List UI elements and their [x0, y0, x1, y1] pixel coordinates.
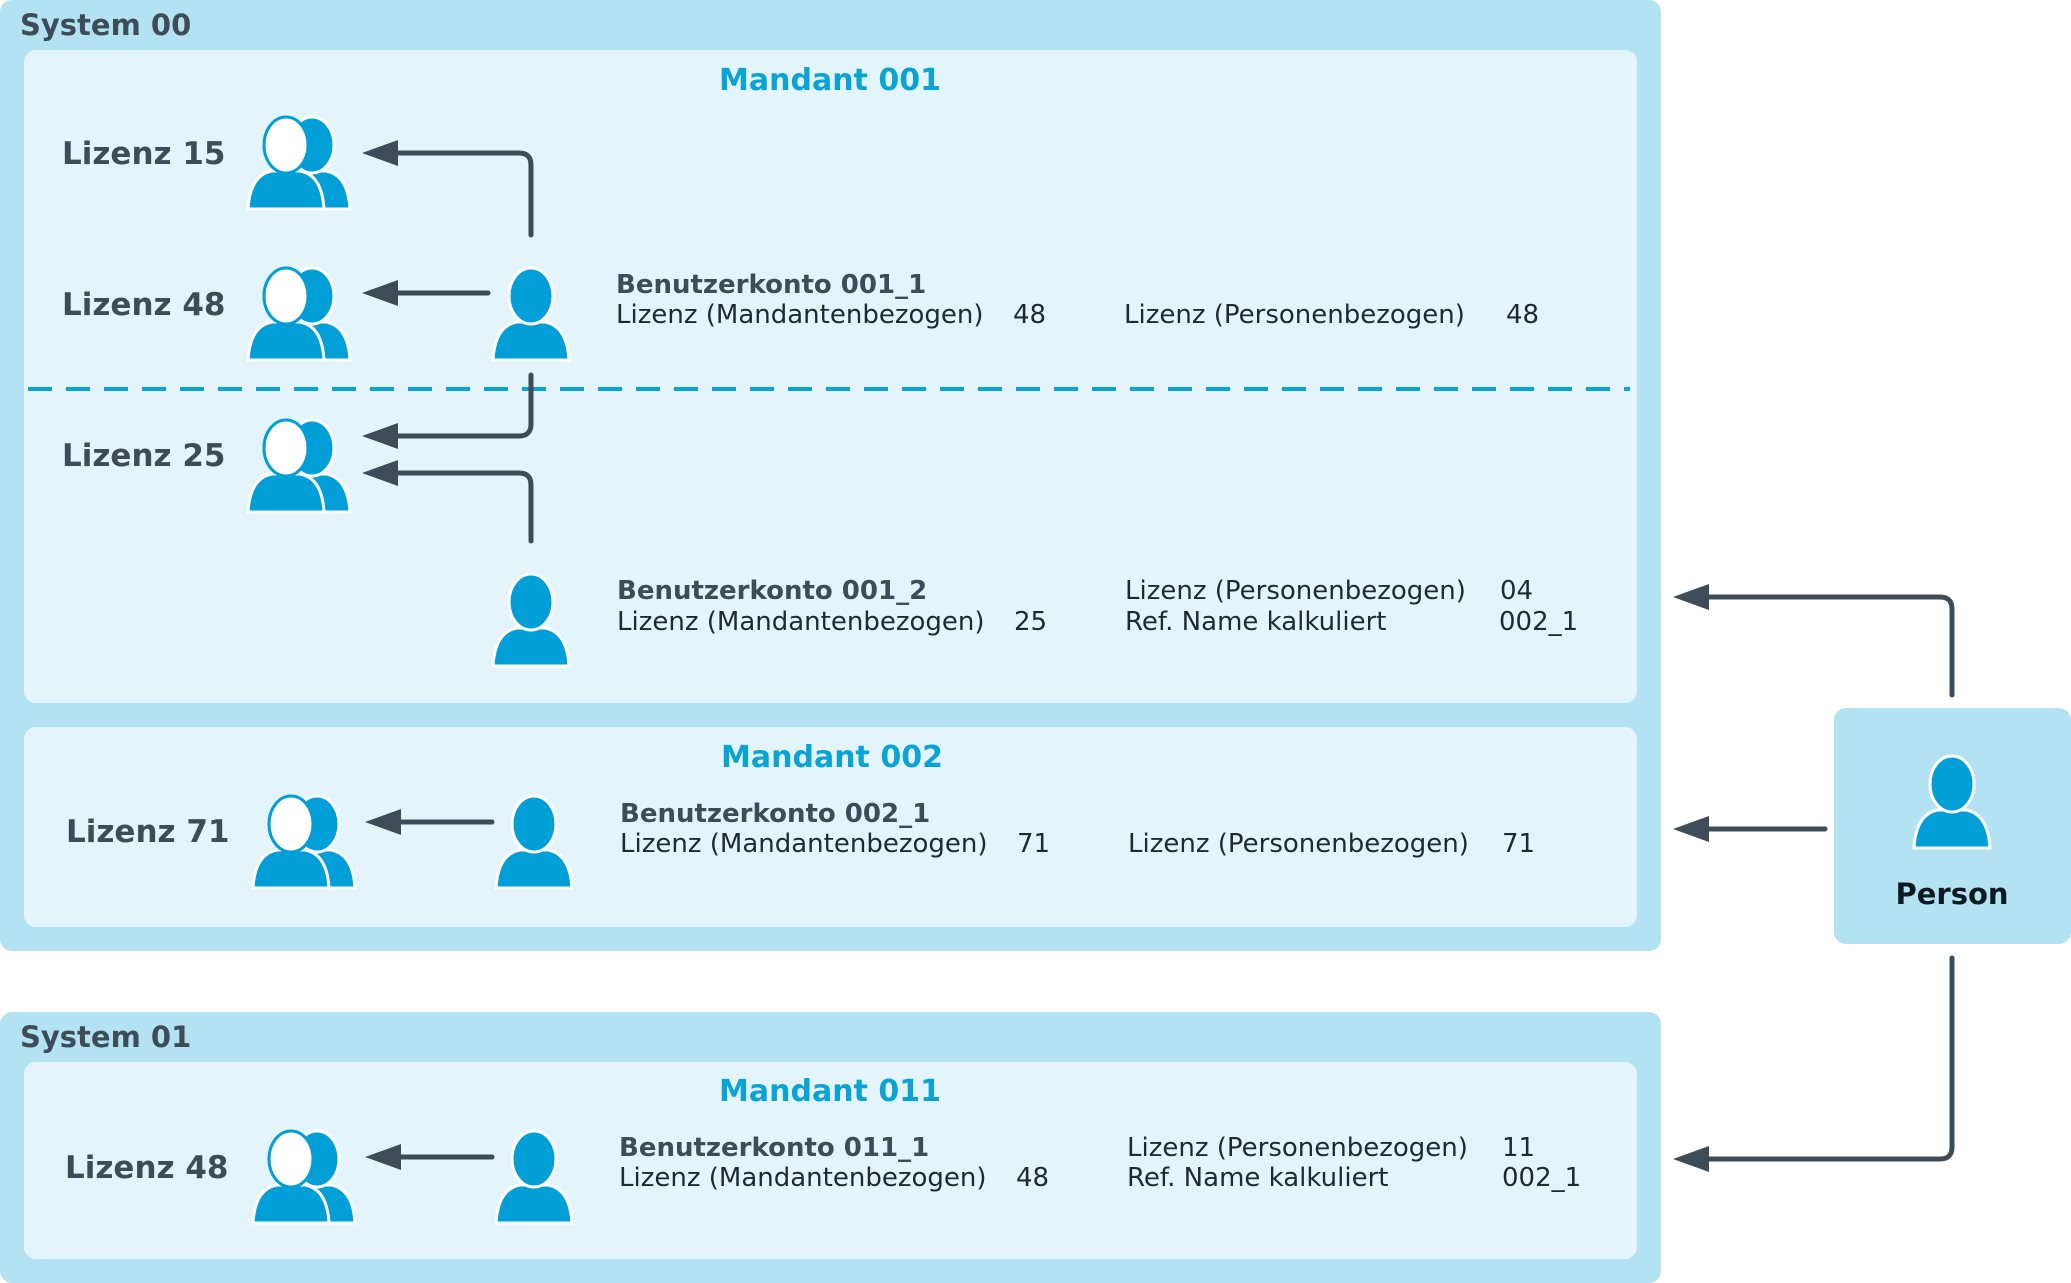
account-row-label: Lizenz (Mandantenbezogen) — [620, 829, 988, 859]
mandant-001-title: Mandant 001 — [719, 63, 941, 98]
account-row-label: Ref. Name kalkuliert — [1127, 1163, 1389, 1193]
user-icon — [491, 572, 571, 668]
account-row-value: 48 — [1506, 300, 1540, 330]
arrow-001_1-to-lizenz-25 — [393, 372, 534, 439]
arrowhead — [1673, 816, 1709, 842]
account-row-value: 11 — [1502, 1133, 1536, 1163]
arrowhead — [365, 1144, 401, 1170]
account-row-value: 48 — [1016, 1163, 1050, 1193]
account-row-value: 002_1 — [1499, 607, 1579, 637]
account-row-value: 71 — [1502, 829, 1536, 859]
account-row-value: 71 — [1017, 829, 1051, 859]
arrow-person-to-mandant-001 — [1694, 594, 1955, 698]
user-group-icon — [251, 794, 357, 890]
license-label: Lizenz 71 — [66, 814, 230, 850]
arrowhead — [362, 423, 398, 449]
arrowhead — [362, 140, 398, 166]
mandant-011-title: Mandant 011 — [719, 1074, 941, 1109]
arrow-001_1-to-lizenz-15 — [393, 150, 534, 238]
license-label: Lizenz 15 — [62, 136, 226, 172]
user-icon — [494, 794, 574, 890]
license-label: Lizenz 48 — [65, 1150, 229, 1186]
user-icon — [494, 1129, 574, 1225]
account-name: Benutzerkonto 001_2 — [617, 576, 928, 606]
arrow-001_2-to-lizenz-25 — [393, 470, 534, 544]
arrowhead — [365, 809, 401, 835]
arrowhead — [1673, 584, 1709, 610]
account-row-label: Lizenz (Personenbezogen) — [1128, 829, 1469, 859]
account-name: Benutzerkonto 001_1 — [616, 270, 927, 300]
arrowhead — [362, 460, 398, 486]
system-00-title: System 00 — [20, 8, 192, 42]
user-group-icon — [246, 115, 352, 211]
account-row-label: Lizenz (Mandantenbezogen) — [617, 607, 985, 637]
account-row-label: Lizenz (Personenbezogen) — [1125, 576, 1466, 606]
user-group-icon — [246, 418, 352, 514]
account-row-value: 002_1 — [1502, 1163, 1582, 1193]
arrow-person-to-system-01 — [1694, 955, 1955, 1162]
system-01-title: System 01 — [20, 1020, 192, 1054]
account-row-label: Lizenz (Personenbezogen) — [1127, 1133, 1468, 1163]
account-name: Benutzerkonto 002_1 — [620, 799, 931, 829]
account-row-value: 04 — [1500, 576, 1534, 606]
account-row-value: 25 — [1014, 607, 1048, 637]
license-label: Lizenz 25 — [62, 438, 226, 474]
account-row-label: Lizenz (Personenbezogen) — [1124, 300, 1465, 330]
arrowhead — [362, 280, 398, 306]
person-label: Person — [1895, 877, 2009, 911]
account-row-label: Lizenz (Mandantenbezogen) — [619, 1163, 987, 1193]
account-row-label: Ref. Name kalkuliert — [1125, 607, 1387, 637]
account-row-label: Lizenz (Mandantenbezogen) — [616, 300, 984, 330]
mandant-002-title: Mandant 002 — [721, 740, 943, 775]
user-group-icon — [246, 266, 352, 362]
user-icon — [491, 266, 571, 362]
account-row-value: 48 — [1013, 300, 1047, 330]
user-group-icon — [251, 1129, 357, 1225]
person-icon — [1912, 754, 1992, 850]
license-label: Lizenz 48 — [62, 287, 226, 323]
account-name: Benutzerkonto 011_1 — [619, 1133, 930, 1163]
arrowhead — [1673, 1146, 1709, 1172]
